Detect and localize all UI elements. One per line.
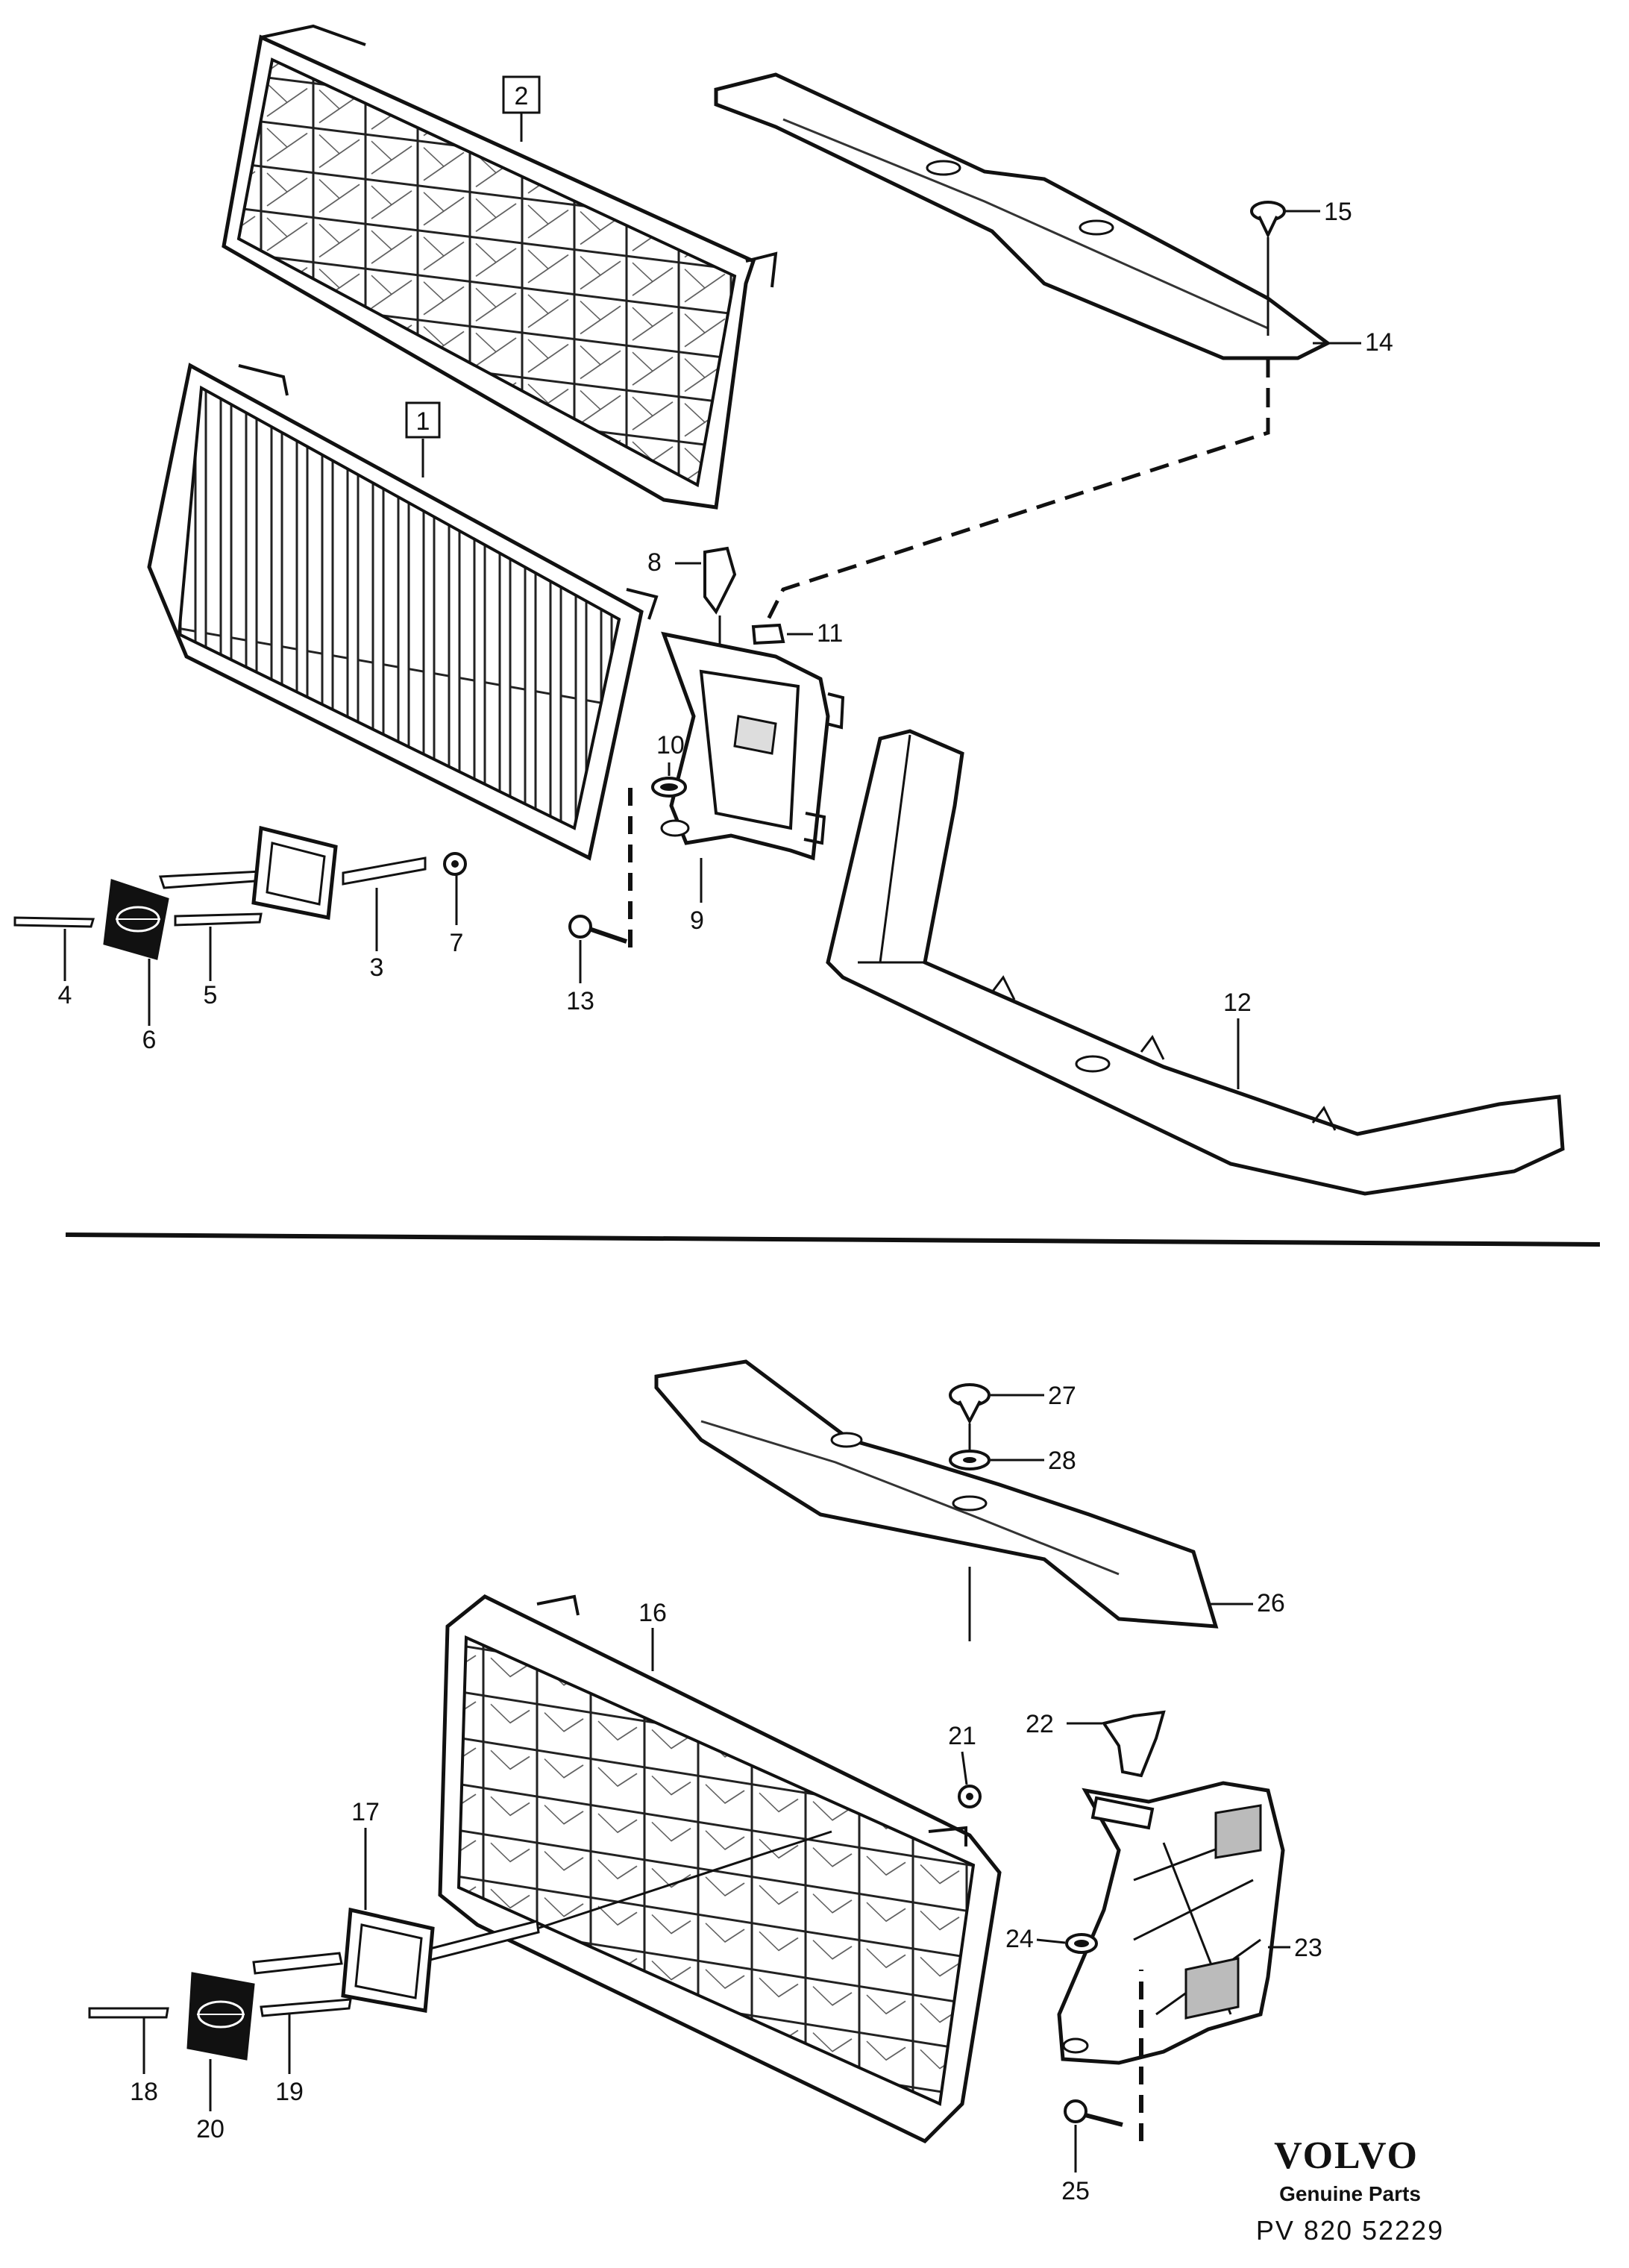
label-part-21: 21: [948, 1722, 976, 1750]
diagram-code: PV 820 52229: [1256, 2215, 1444, 2246]
nut-part-21: [958, 1785, 982, 1808]
brand-logo: VOLVO: [1274, 2134, 1419, 2177]
svg-text:1: 1: [416, 407, 430, 436]
volvo-badge-part-20: [186, 1972, 255, 2061]
label-part-10: 10: [656, 731, 685, 759]
mounting-panel-part-26: [654, 1359, 1219, 1629]
label-part-25: 25: [1061, 2177, 1090, 2205]
label-part-8: 8: [647, 548, 662, 577]
grommet-part-24: [1065, 1933, 1098, 1954]
label-part-26: 26: [1257, 1589, 1285, 1617]
label-part-20: 20: [196, 2115, 225, 2143]
label-part-16: 16: [638, 1599, 667, 1627]
grille-vertical-bars-part-1: [147, 363, 659, 861]
label-part-13: 13: [566, 987, 594, 1015]
section-divider: [65, 1232, 1601, 1247]
brand-subtitle: Genuine Parts: [1279, 2182, 1421, 2205]
label-part-22: 22: [1026, 1710, 1054, 1738]
label-part-1: 1: [405, 401, 441, 477]
label-part-15: 15: [1324, 198, 1352, 226]
dashed-connector-14-to-11: [766, 358, 1270, 621]
clip-part-22: [1101, 1710, 1166, 1778]
label-part-28: 28: [1048, 1447, 1076, 1475]
label-part-18: 18: [130, 2078, 158, 2106]
trim-strip-part-5: [174, 912, 263, 927]
label-part-7: 7: [450, 929, 464, 957]
label-part-6: 6: [142, 1026, 157, 1054]
trim-strip-part-4: [13, 916, 95, 928]
bracket-part-9: [660, 631, 845, 861]
label-part-23: 23: [1294, 1934, 1322, 1962]
nut-part-7: [443, 852, 467, 876]
label-part-11: 11: [817, 619, 843, 648]
push-clip-part-27: [949, 1383, 991, 1425]
washer-part-28: [949, 1450, 991, 1470]
label-part-12: 12: [1223, 989, 1252, 1017]
emblem-holder-part-17: [252, 1830, 832, 2013]
label-part-14: 14: [1365, 328, 1393, 357]
emblem-holder-part-3: [158, 825, 427, 920]
label-part-27: 27: [1048, 1382, 1076, 1410]
clip-part-8: [703, 546, 737, 615]
label-part-17: 17: [351, 1798, 380, 1826]
trim-strip-part-19: [260, 1998, 352, 2017]
mounting-panel-part-14: [714, 72, 1331, 360]
label-part-19: 19: [275, 2078, 304, 2106]
label-part-4: 4: [58, 981, 72, 1009]
screw-part-13: [568, 915, 627, 944]
screw-part-25: [1064, 2099, 1123, 2127]
bracket-part-23: [1057, 1781, 1285, 2065]
clip-nut-part-11: [751, 623, 785, 645]
grommet-part-10: [651, 777, 687, 798]
label-part-2: 2: [502, 75, 541, 142]
push-clip-part-15: [1250, 201, 1286, 239]
label-part-3: 3: [370, 953, 384, 982]
trim-strip-part-18: [88, 2007, 169, 2019]
label-part-5: 5: [204, 981, 218, 1009]
label-part-9: 9: [690, 906, 704, 935]
grille-mesh-part-2: [222, 24, 778, 510]
svg-text:2: 2: [515, 82, 529, 110]
volvo-badge-part-6: [103, 878, 169, 960]
trim-moulding-part-12: [826, 729, 1565, 1196]
label-part-24: 24: [1005, 1925, 1034, 1953]
